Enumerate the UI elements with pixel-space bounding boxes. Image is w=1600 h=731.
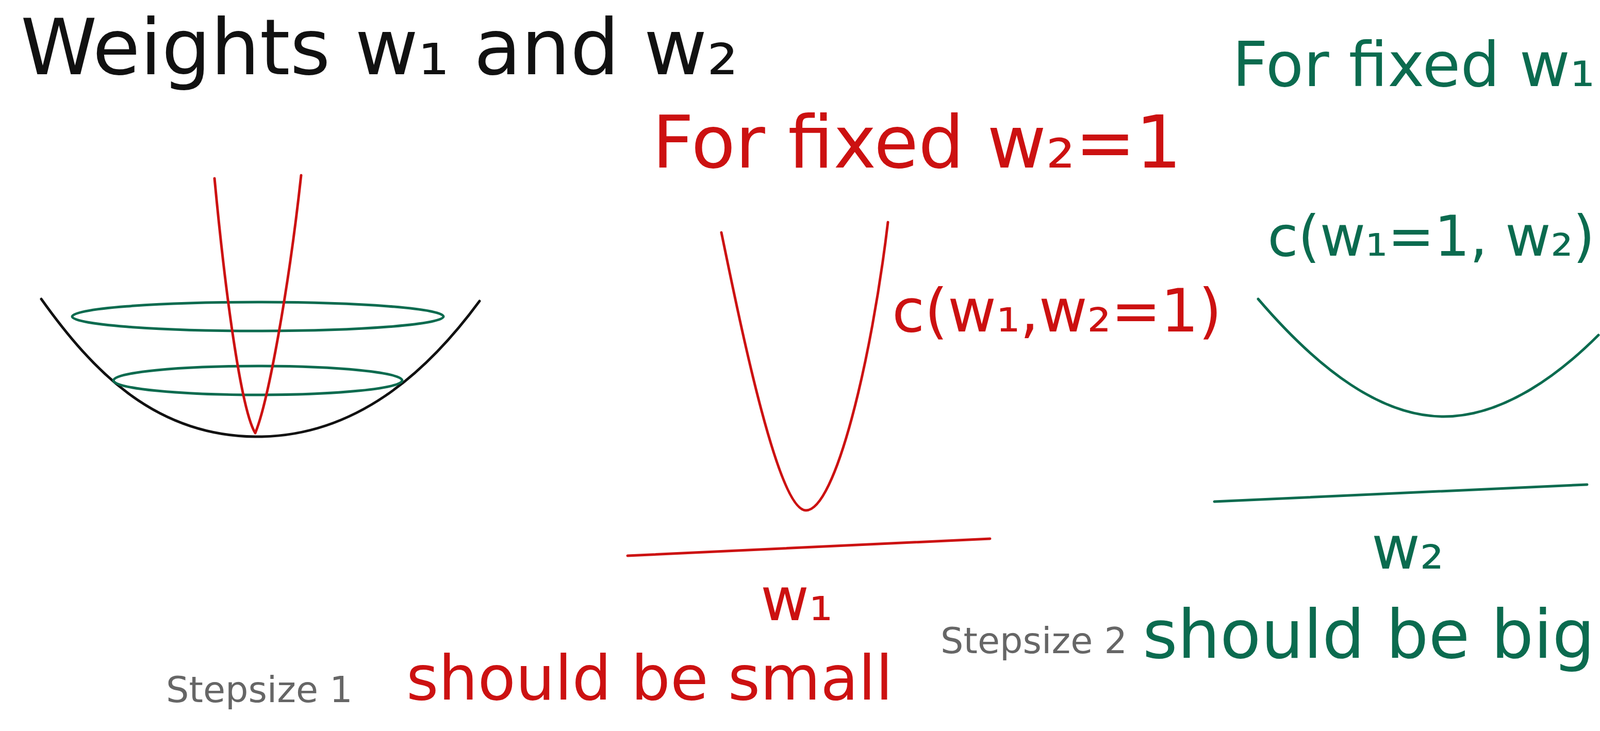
axis-line xyxy=(627,538,991,556)
flat-curve xyxy=(1258,299,1599,417)
curve-label: c(w₁=1, w₂) xyxy=(1267,206,1595,268)
title: Weights w₁ and w₂ xyxy=(20,5,739,91)
steep-slice xyxy=(214,175,302,434)
heading-note: For fixed w₁ xyxy=(1232,30,1595,100)
stepsize-label: Stepsize 2 xyxy=(940,621,1128,662)
axis-label: w₁ xyxy=(760,567,833,633)
level-curve xyxy=(113,366,403,395)
handwritten-note: should be small xyxy=(406,644,893,713)
steep-curve xyxy=(721,222,888,511)
axis-label: w₂ xyxy=(1371,515,1444,582)
handwritten-note: should be big xyxy=(1142,598,1595,672)
curve-label: c(w₁,w₂=1) xyxy=(892,278,1222,344)
axis-line xyxy=(1214,484,1588,502)
stepsize-label: Stepsize 1 xyxy=(166,670,353,711)
level-curve xyxy=(72,302,444,332)
heading-note: For fixed w₂=1 xyxy=(652,103,1182,183)
